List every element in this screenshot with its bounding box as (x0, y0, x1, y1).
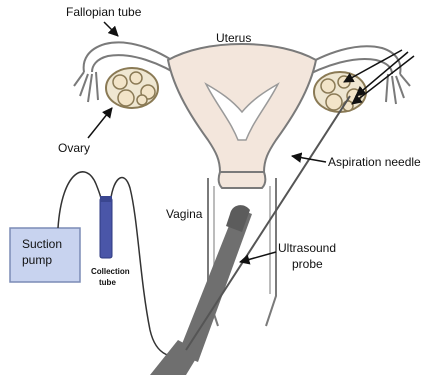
suction-pump-label-line1: Suction (22, 237, 62, 251)
vagina-label: Vagina (166, 207, 203, 221)
ultrasound-probe (150, 205, 252, 375)
follicle-arrow-1 (344, 50, 402, 82)
uterus-label: Uterus (216, 31, 251, 45)
ultrasound-probe-label-line1: Ultrasound (278, 241, 336, 255)
collection-tube-label-line1: Collection (91, 267, 130, 276)
follicle (118, 90, 134, 106)
fallopian-tube-arrow (104, 22, 118, 36)
follicle (321, 79, 335, 93)
collection-tube: Collection tube (91, 196, 130, 287)
uterus (168, 44, 316, 172)
follicle (326, 94, 342, 110)
suction-tubing (58, 172, 102, 228)
follicle (137, 95, 147, 105)
ovary-left (106, 68, 158, 108)
suction-pump-label-line2: pump (22, 253, 52, 267)
fallopian-tube-label: Fallopian tube (66, 5, 142, 19)
cervix (219, 172, 266, 188)
follicle (113, 75, 127, 89)
ultrasound-probe-label-line2: probe (292, 257, 323, 271)
collection-tube-label-line2: tube (99, 278, 116, 287)
ovary-arrow (88, 108, 112, 138)
ovary-right (314, 72, 366, 112)
ovary-label: Ovary (58, 141, 90, 155)
aspiration-needle-label: Aspiration needle (328, 155, 421, 169)
suction-pump: Suction pump (10, 228, 80, 282)
follicle (130, 72, 142, 84)
